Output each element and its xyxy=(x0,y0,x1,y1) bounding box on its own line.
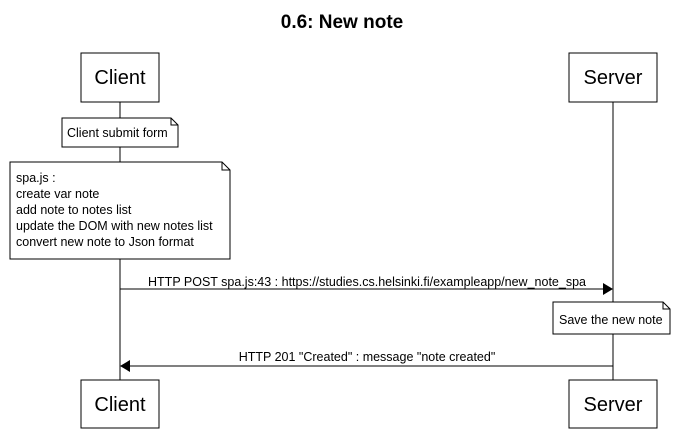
note-server-save-text: Save the new note xyxy=(559,313,663,327)
participant-server-label-bottom: Server xyxy=(584,394,643,416)
message-http-post: HTTP POST spa.js:43 : https://studies.cs… xyxy=(120,275,613,295)
message-http-201-label: HTTP 201 "Created" : message "note creat… xyxy=(239,350,496,364)
note-client-submit-text: Client submit form xyxy=(67,126,168,140)
participant-server-label: Server xyxy=(584,67,643,89)
arrowhead-right-icon xyxy=(603,283,613,295)
participant-server-bottom: Server xyxy=(568,379,658,429)
participant-client-bottom: Client xyxy=(80,379,160,429)
participant-server-top: Server xyxy=(568,52,658,103)
note-spa-line-4: update the DOM with new notes list xyxy=(16,219,213,233)
diagram-title: 0.6: New note xyxy=(281,12,403,33)
participant-client-top: Client xyxy=(80,52,160,103)
message-http-post-label: HTTP POST spa.js:43 : https://studies.cs… xyxy=(148,275,586,289)
participant-client-label: Client xyxy=(94,67,146,89)
arrowhead-left-icon xyxy=(120,360,130,372)
note-spa-line-3: add note to notes list xyxy=(16,203,132,217)
note-spa-js: spa.js : create var note add note to not… xyxy=(9,161,231,260)
note-spa-line-2: create var note xyxy=(16,187,99,201)
note-server-save: Save the new note xyxy=(552,301,671,335)
note-spa-line-5: convert new note to Json format xyxy=(16,235,194,249)
message-http-201: HTTP 201 "Created" : message "note creat… xyxy=(120,350,613,372)
participant-client-label-bottom: Client xyxy=(94,394,146,416)
note-client-submit: Client submit form xyxy=(61,117,179,148)
note-spa-line-1: spa.js : xyxy=(16,171,56,185)
